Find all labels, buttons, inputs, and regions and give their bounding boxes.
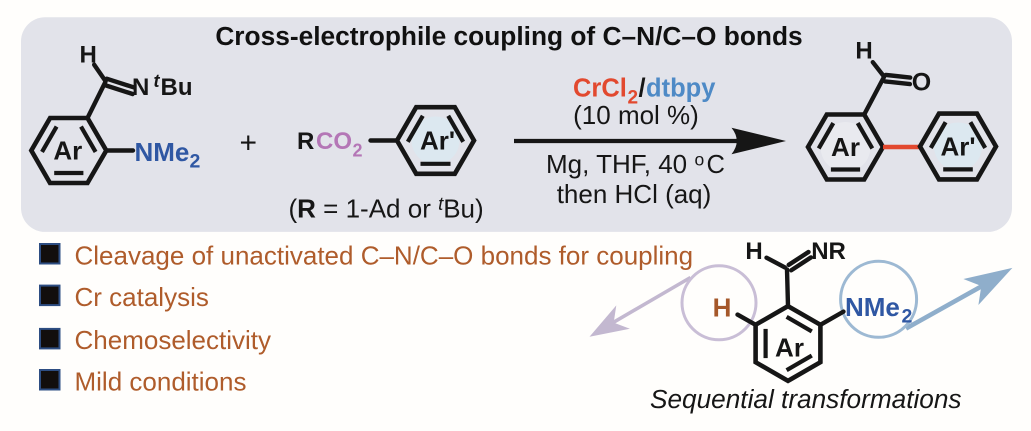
svg-text:/: / (639, 74, 646, 102)
svg-text:2: 2 (902, 306, 913, 328)
svg-text:Ar: Ar (775, 333, 804, 363)
svg-text:Bu: Bu (161, 74, 193, 101)
svg-text:Ar: Ar (53, 136, 82, 166)
svg-text:2: 2 (353, 141, 363, 161)
svg-text:Chemoselectivity: Chemoselectivity (75, 325, 272, 355)
svg-text:(R = 1-Ad or tBu): (R = 1-Ad or tBu) (289, 193, 484, 224)
svg-text:(10 mol %): (10 mol %) (573, 100, 699, 130)
svg-text:O: O (912, 69, 931, 97)
svg-text:H: H (855, 38, 872, 65)
svg-text:N: N (132, 74, 149, 101)
svg-text:CO: CO (316, 128, 352, 155)
svg-text:t: t (154, 71, 161, 91)
svg-text:NMe: NMe (135, 137, 190, 167)
svg-text:o: o (695, 149, 705, 169)
svg-text:R: R (297, 128, 314, 155)
svg-text:Ar': Ar' (420, 126, 455, 156)
svg-text:then HCl (aq): then HCl (aq) (557, 179, 712, 209)
svg-text:NMe: NMe (845, 292, 900, 322)
svg-text:Cleavage of unactivated C–N/C–: Cleavage of unactivated C–N/C–O bonds fo… (75, 240, 694, 270)
svg-text:H: H (80, 42, 97, 69)
svg-text:Cr catalysis: Cr catalysis (75, 282, 209, 312)
svg-text:Mild conditions: Mild conditions (75, 366, 247, 396)
svg-text:C: C (707, 151, 725, 179)
svg-text:Mg, THF, 40: Mg, THF, 40 (546, 149, 687, 179)
svg-text:dtbpy: dtbpy (646, 74, 716, 102)
svg-text:Ar: Ar (831, 132, 860, 162)
svg-text:2: 2 (190, 151, 201, 173)
svg-text:H: H (713, 293, 732, 323)
svg-text:Cross-electrophile coupling of: Cross-electrophile coupling of C–N/C–O b… (215, 21, 802, 51)
svg-text:H: H (745, 238, 762, 265)
svg-text:Ar': Ar' (940, 132, 975, 162)
svg-text:+: + (240, 127, 258, 160)
svg-text:2: 2 (628, 88, 639, 109)
svg-text:Sequential transformations: Sequential transformations (650, 384, 962, 414)
svg-text:NR: NR (811, 238, 846, 265)
svg-text:CrCl: CrCl (573, 74, 627, 102)
